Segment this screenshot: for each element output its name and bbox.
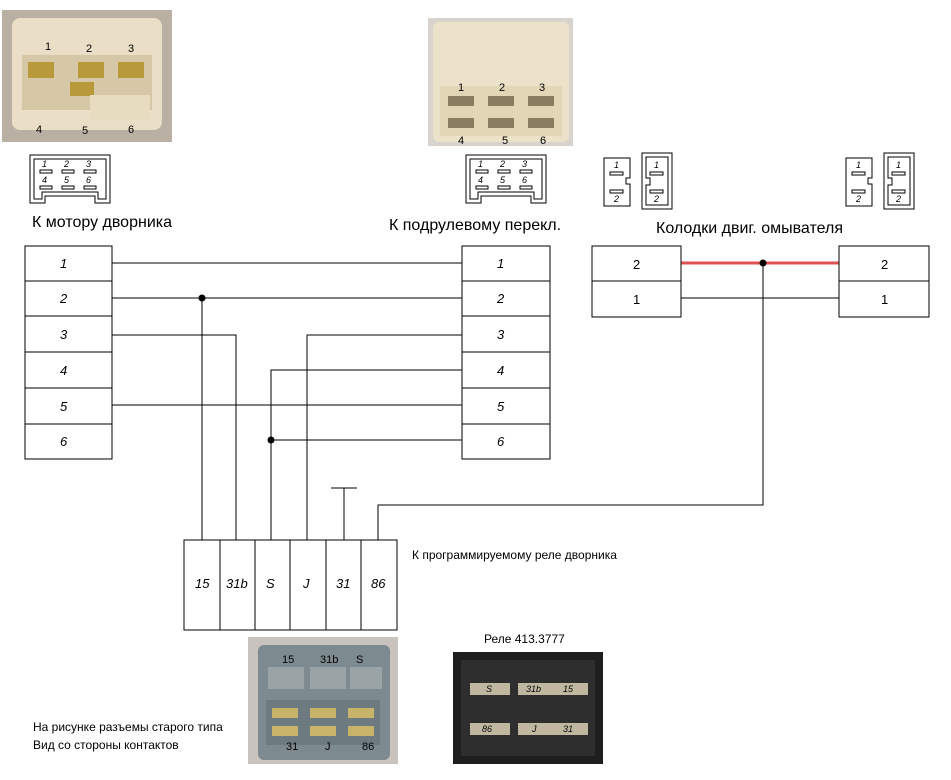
photo2-label: 5 — [502, 135, 508, 147]
photo2-label: 6 — [540, 135, 546, 147]
title-washer-blocks: Колодки двиг. омывателя — [656, 220, 843, 237]
photo1-label: 2 — [86, 43, 92, 55]
motor-pin: 5 — [60, 399, 68, 414]
mini-connector-switch — [465, 154, 547, 204]
relay-pin: S — [266, 576, 275, 591]
photo2-label: 3 — [539, 82, 545, 94]
mini-motor-label: 1 — [42, 159, 47, 169]
switch-pin: 1 — [497, 256, 504, 271]
photo3-label: 31 — [286, 741, 298, 753]
photo1-label: 5 — [82, 125, 88, 137]
mini-switch-label: 2 — [499, 159, 505, 169]
mini-motor-label: 2 — [63, 159, 69, 169]
wires — [112, 262, 839, 540]
washer-right-pin: 1 — [881, 292, 888, 307]
photo4-label: 31 — [563, 724, 573, 734]
photo1-label: 6 — [128, 124, 134, 136]
mini-motor-label: 6 — [86, 175, 91, 185]
junction-dot — [267, 436, 275, 444]
motor-pin: 3 — [60, 327, 68, 342]
photo3-label: 86 — [362, 741, 374, 753]
junction-dot — [198, 294, 206, 302]
motor-pin: 6 — [60, 434, 68, 449]
motor-pin-table — [24, 245, 113, 460]
mini-washer-label: 1 — [896, 160, 901, 170]
photo-motor-connector: 1 2 3 4 5 6 — [2, 10, 172, 142]
relay-pin: 31 — [336, 576, 350, 591]
photo3-label: 15 — [282, 654, 294, 666]
photo1-label: 4 — [36, 124, 42, 136]
mini-switch-label: 3 — [522, 159, 527, 169]
mini-washer-label: 2 — [653, 194, 659, 204]
mini-washer-label: 2 — [855, 194, 861, 204]
title-relay-connector: К программируемому реле дворника — [412, 548, 617, 562]
photo-relay-connector: 15 31b S 31 J 86 — [248, 637, 398, 764]
relay-pin-table — [183, 539, 398, 631]
mini-switch-label: 1 — [478, 159, 483, 169]
photo4-label: 86 — [482, 724, 492, 734]
photo3-label: 31b — [320, 654, 338, 666]
photo-relay: S 31b 15 86 J 31 — [453, 652, 603, 764]
switch-pin: 6 — [497, 434, 505, 449]
mini-washer-label: 2 — [895, 194, 901, 204]
motor-pin: 4 — [60, 363, 67, 378]
motor-pin: 1 — [60, 256, 67, 271]
photo1-label: 1 — [45, 41, 51, 53]
mini-switch-label: 6 — [522, 175, 527, 185]
relay-pin: 86 — [371, 576, 386, 591]
relay-pin: 31b — [226, 576, 248, 591]
junction-dot — [759, 259, 767, 267]
motor-pin: 2 — [59, 291, 68, 306]
washer-right-table — [838, 245, 930, 318]
photo2-label: 4 — [458, 135, 464, 147]
switch-pin-table — [461, 245, 551, 460]
relay-pin: J — [302, 576, 310, 591]
mini-washer-right — [845, 152, 915, 210]
title-relay-name: Реле 413.3777 — [484, 632, 565, 646]
washer-left-pin: 2 — [633, 257, 640, 272]
photo4-label: J — [531, 724, 537, 734]
photo4-label: S — [486, 684, 492, 694]
photo3-label: S — [356, 654, 363, 666]
mini-motor-label: 5 — [64, 175, 70, 185]
washer-left-pin: 1 — [633, 292, 640, 307]
relay-pin: 15 — [195, 576, 210, 591]
photo4-label: 31b — [526, 684, 541, 694]
photo2-label: 1 — [458, 82, 464, 94]
washer-left-table — [591, 245, 682, 318]
photo-switch-connector: 1 2 3 4 5 6 — [428, 18, 573, 147]
mini-washer-left — [603, 152, 673, 210]
switch-pin: 2 — [496, 291, 505, 306]
switch-pin: 3 — [497, 327, 505, 342]
note-line-2: Вид со стороны контактов — [33, 738, 179, 752]
mini-washer-label: 1 — [654, 160, 659, 170]
mini-motor-label: 3 — [86, 159, 91, 169]
mini-washer-label: 1 — [856, 160, 861, 170]
title-wiper-motor: К мотору дворника — [32, 214, 172, 231]
title-column-switch: К подрулевому перекл. — [389, 217, 561, 234]
washer-right-pin: 2 — [881, 257, 888, 272]
photo1-label: 3 — [128, 43, 134, 55]
mini-washer-label: 2 — [613, 194, 619, 204]
photo2-label: 2 — [499, 82, 505, 94]
mini-switch-label: 5 — [500, 175, 506, 185]
mini-connector-motor — [29, 154, 111, 204]
photo3-label: J — [325, 741, 331, 753]
mini-motor-label: 4 — [42, 175, 47, 185]
note-line-1: На рисунке разъемы старого типа — [33, 720, 223, 734]
switch-pin: 5 — [497, 399, 505, 414]
mini-washer-label: 1 — [614, 160, 619, 170]
switch-pin: 4 — [497, 363, 504, 378]
photo4-label: 15 — [563, 684, 574, 694]
mini-switch-label: 4 — [478, 175, 483, 185]
